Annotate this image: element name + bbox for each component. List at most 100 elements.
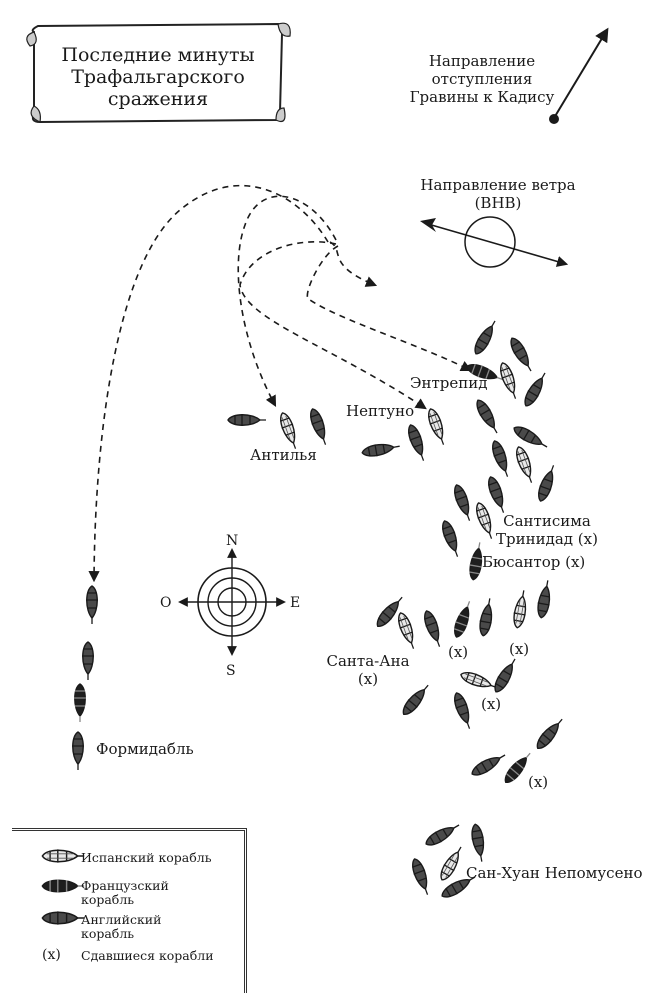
english-ship-icon <box>72 731 84 770</box>
english-ship-icon <box>408 424 425 461</box>
path-to-antilya <box>237 195 337 407</box>
english-ship-icon <box>494 658 516 693</box>
surrender-mark: (x) <box>481 695 502 713</box>
compass-west: O <box>160 595 172 611</box>
label-san-juan: Сан-Хуан Непомусено <box>466 864 643 882</box>
english-ship-icon <box>86 585 98 624</box>
wind-line-2: (ВНВ) <box>474 194 522 212</box>
maneuver-paths <box>88 184 473 583</box>
english-ship-icon <box>402 684 429 715</box>
spanish-ship-icon <box>280 412 297 449</box>
english-ship-icon <box>41 911 85 925</box>
english-ship-icon <box>488 476 505 513</box>
english-ship-icon <box>425 824 460 846</box>
english-ship-icon <box>454 692 471 729</box>
english-ship-icon <box>361 443 400 457</box>
english-ship-icon <box>476 399 498 434</box>
spanish-ship-icon <box>500 362 517 399</box>
english-ship-icon <box>454 484 471 521</box>
legend-surrendered-label: Сдавшиеся корабли <box>81 948 214 963</box>
surrender-mark: (x) <box>509 640 530 658</box>
label-santisima-line-2: Тринидад (x) <box>496 530 598 548</box>
english-ship-icon <box>376 596 403 627</box>
french-ship-icon <box>454 601 471 638</box>
path-to-intrepid <box>306 245 473 372</box>
english-ship-icon <box>492 440 509 477</box>
surrender-mark: (x) <box>448 643 469 661</box>
label-formidable: Формидабль <box>96 740 194 758</box>
title-scroll <box>26 22 291 124</box>
english-ship-icon <box>471 823 485 862</box>
label-antilya: Антилья <box>250 446 317 464</box>
french-ship-icon <box>504 752 531 783</box>
map-title: Последние минуты Трафальгарского сражени… <box>61 44 254 110</box>
retreat-line-1: Направление <box>428 52 536 70</box>
compass-rose <box>178 548 286 656</box>
english-ship-icon <box>424 610 441 647</box>
spanish-ship-icon <box>440 846 462 881</box>
label-intrepid: Энтрепид <box>410 374 488 392</box>
label-santisima-line-1: Сантисима <box>503 512 591 530</box>
label-santa-ana-line-2: (x) <box>357 670 379 688</box>
english-ship-icon <box>538 465 555 502</box>
retreat-label: Направление отступления Гравины к Кадису <box>410 52 555 106</box>
label-santa-ana-line-1: Санта-Ана <box>326 652 410 670</box>
path-to-neptuno <box>239 241 427 410</box>
label-bucentaure: Бюсантор (x) <box>482 553 586 571</box>
label-santa-ana: Санта-Ана (x) <box>326 652 409 688</box>
legend-icons <box>41 849 85 925</box>
surrender-mark: (x) <box>528 773 549 791</box>
spanish-ship-icon <box>460 672 497 689</box>
legend-french-label: Французский корабль <box>81 879 169 907</box>
spanish-ship-icon <box>398 612 415 649</box>
title-line-2: Трафальгарского <box>71 66 245 88</box>
english-ship-icon <box>513 426 548 448</box>
compass-east: E <box>290 595 301 611</box>
legend-english-line-2: корабль <box>81 926 135 941</box>
wind-direction-indicator <box>420 216 569 268</box>
legend-surrender-symbol: (x) <box>42 947 61 963</box>
english-ship-icon <box>474 320 496 355</box>
legend: Испанский корабль Французский корабль Ан… <box>12 828 247 993</box>
english-ship-icon <box>227 414 266 426</box>
english-ship-icon <box>82 641 94 680</box>
retreat-line-2: отступления <box>431 70 533 88</box>
title-line-1: Последние минуты <box>61 44 255 66</box>
legend-english-line-1: Английский <box>81 912 162 927</box>
english-ship-icon <box>510 337 532 372</box>
legend-english-label: Английский корабль <box>81 913 161 941</box>
english-ship-icon <box>471 754 506 776</box>
legend-french-line-1: Французский <box>81 878 169 893</box>
french-ship-icon <box>469 542 483 581</box>
spanish-ship-icon <box>476 502 493 539</box>
spanish-ship-icon <box>41 849 85 863</box>
french-ship-icon <box>41 879 85 893</box>
wind-label: Направление ветра (ВНВ) <box>420 176 575 212</box>
legend-spanish-label: Испанский корабль <box>81 850 212 865</box>
title-line-3: сражения <box>107 88 209 110</box>
compass-south: S <box>226 663 236 679</box>
english-ship-icon <box>442 520 459 557</box>
spanish-ship-icon <box>428 408 445 445</box>
spanish-ship-icon <box>516 446 533 483</box>
english-ship-icon <box>310 408 327 445</box>
english-ship-icon <box>479 598 493 637</box>
english-ship-icon <box>412 858 429 895</box>
french-ship-icon <box>466 364 503 381</box>
spanish-ship-icon <box>513 590 527 629</box>
legend-french-line-2: корабль <box>81 892 135 907</box>
english-ship-icon <box>537 580 551 619</box>
wind-line-1: Направление ветра <box>420 176 576 194</box>
english-ship-icon <box>536 718 563 749</box>
compass-north: N <box>226 533 239 549</box>
french-ship-icon <box>74 683 86 722</box>
retreat-line-3: Гравины к Кадису <box>409 88 555 106</box>
fleet <box>72 320 563 898</box>
retreat-arrow <box>549 27 609 124</box>
label-santisima-trinidad: Сантисима Тринидад (x) <box>496 512 598 548</box>
path-to-start <box>329 241 378 287</box>
path-to-formidable <box>88 184 329 583</box>
english-ship-icon <box>441 876 476 898</box>
